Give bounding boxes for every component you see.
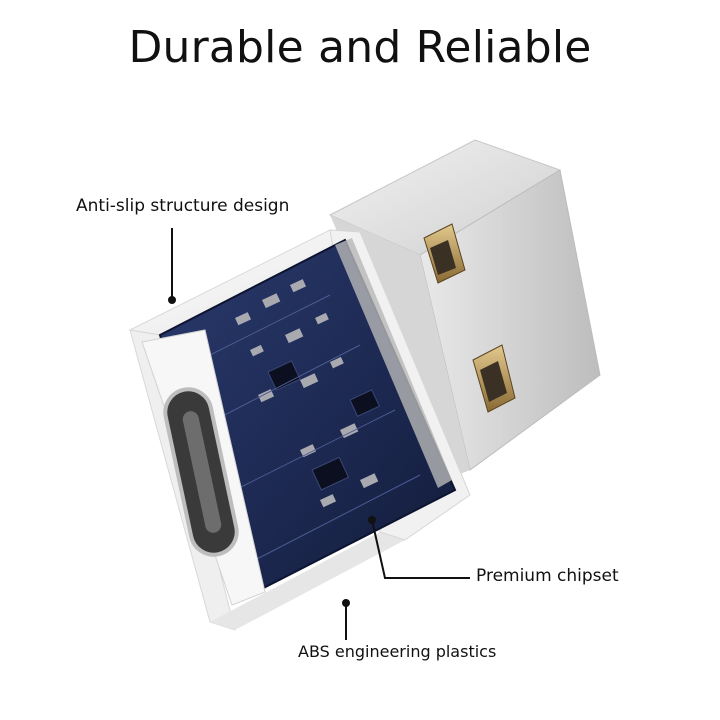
callout-lines — [171, 228, 470, 640]
page-title: Durable and Reliable — [128, 22, 592, 73]
callout-dots — [168, 296, 376, 607]
usb-c-port — [141, 329, 266, 606]
callout-abs-plastics: ABS engineering plastics — [298, 642, 497, 661]
usb-contacts — [423, 223, 516, 413]
callout-premium-chipset: Premium chipset — [476, 566, 619, 586]
callout-anti-slip: Anti-slip structure design — [76, 196, 290, 216]
